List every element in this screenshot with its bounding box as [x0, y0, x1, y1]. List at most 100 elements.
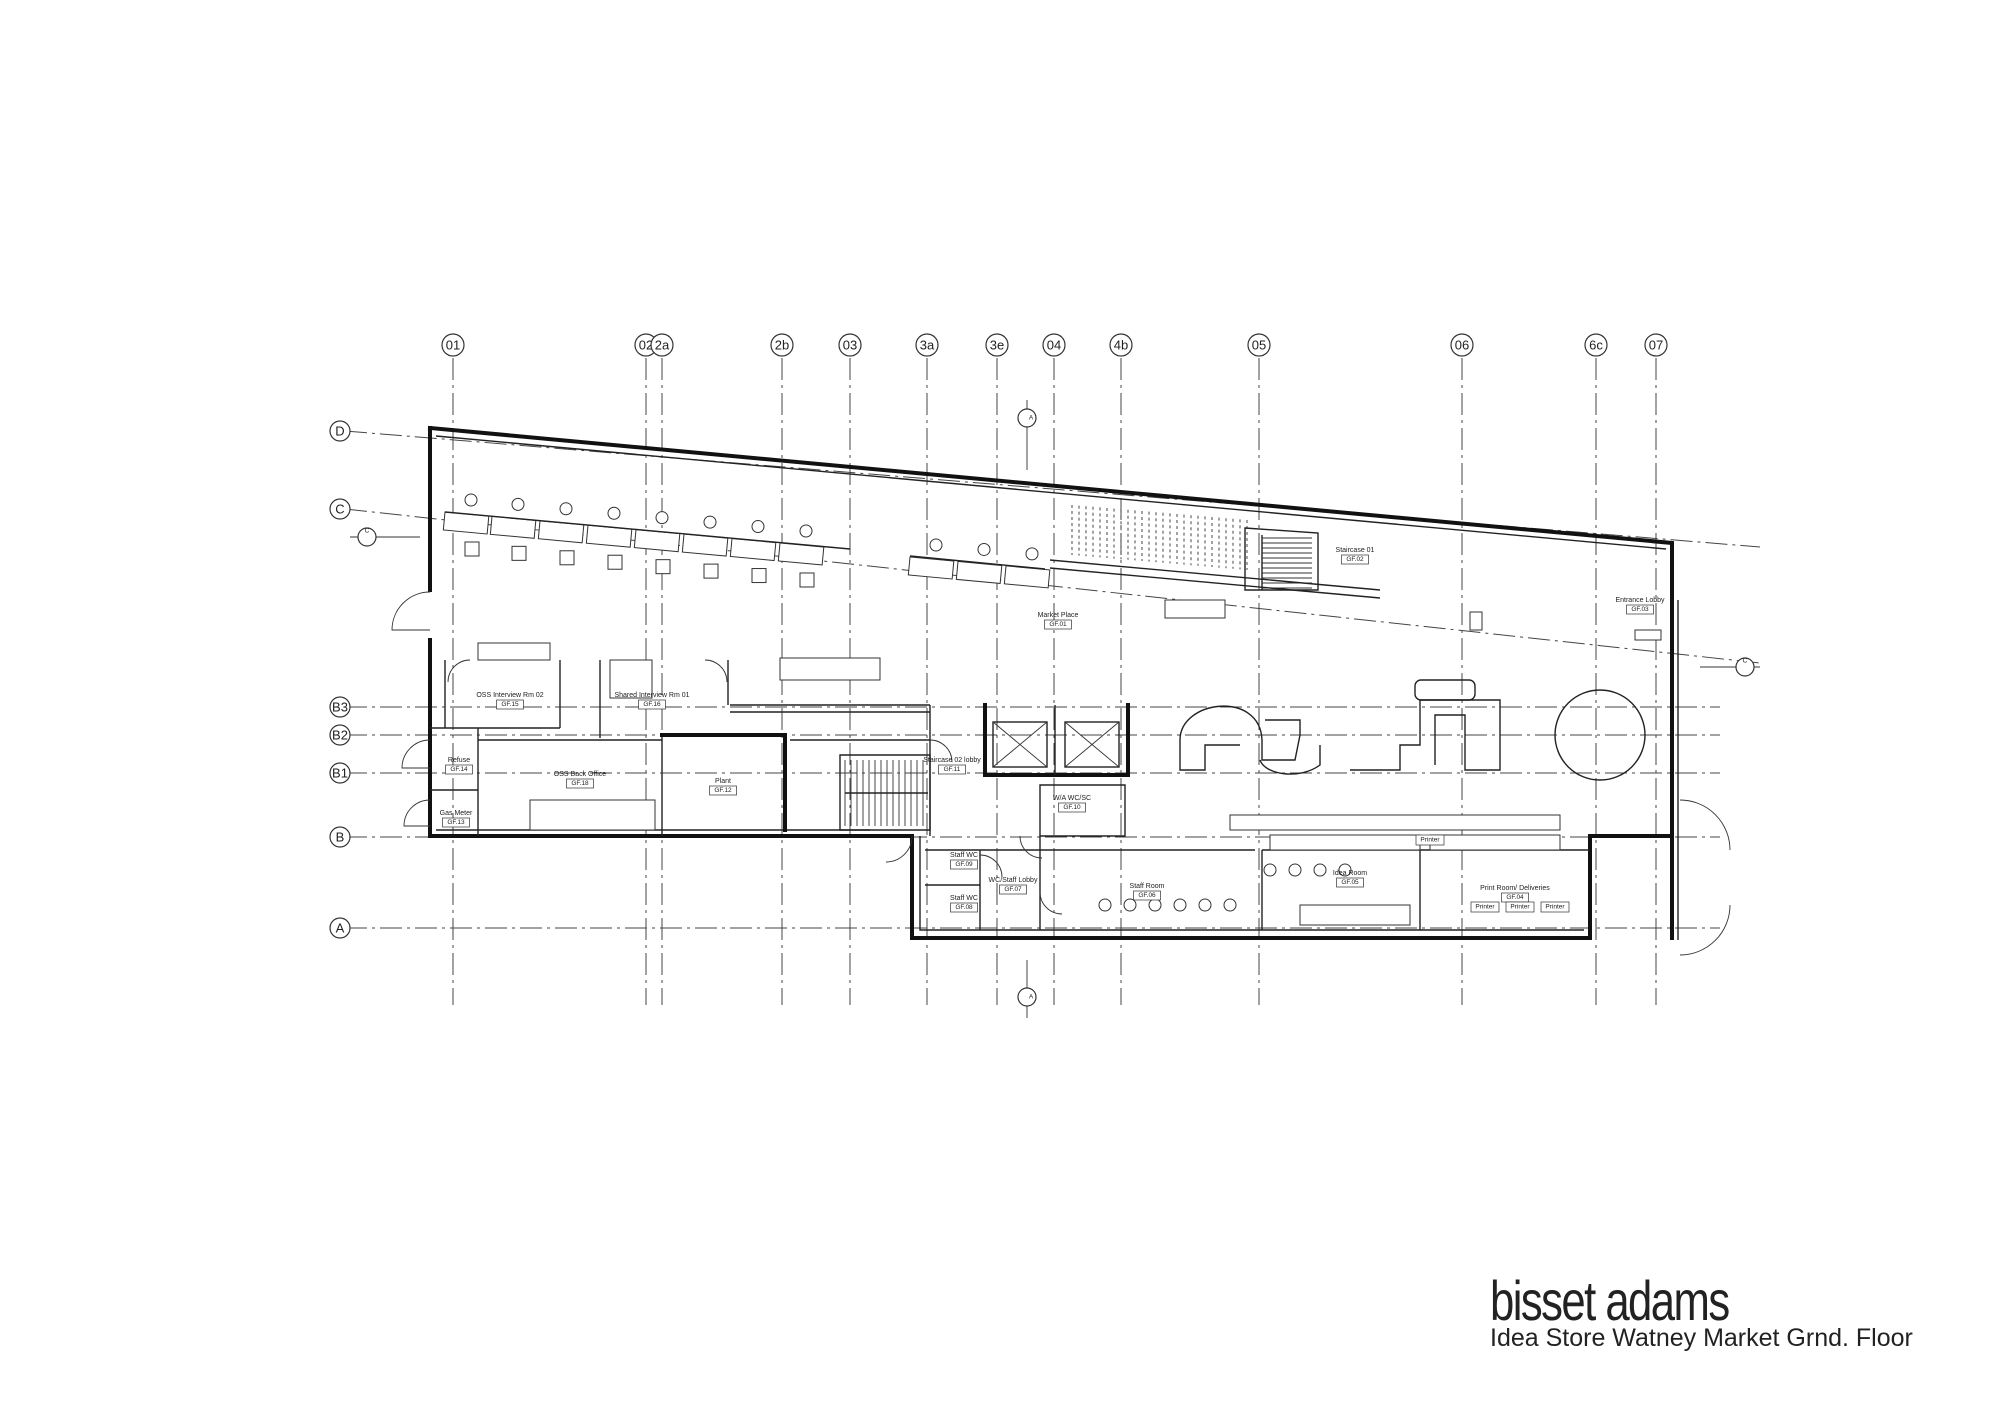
grid-label-D: D — [335, 424, 344, 439]
grid-label-2a: 2a — [655, 338, 670, 353]
grid-label-06: 06 — [1455, 338, 1469, 353]
brand-wordmark: bisset adams — [1490, 1269, 1730, 1332]
west-doors — [391, 591, 1731, 956]
print-room-counter — [1429, 834, 1561, 851]
desk — [955, 560, 1003, 584]
entrance-mat — [1634, 629, 1662, 641]
chair — [464, 493, 478, 507]
market-place-desks — [442, 493, 1051, 589]
grid-bubble-07 — [1644, 333, 1668, 357]
room-tag: GF.02 — [1346, 556, 1364, 563]
stool — [1123, 898, 1137, 912]
grid-bubble-06 — [1450, 333, 1474, 357]
room-name: Print Room/ Deliveries — [1480, 885, 1550, 892]
lift-car-2 — [1064, 721, 1120, 768]
monitor-stand — [703, 563, 719, 579]
monitor-stand — [559, 550, 575, 566]
chair — [559, 502, 573, 516]
room-name: OSS Back Office — [554, 771, 606, 778]
room-tag: GF.10 — [1063, 804, 1081, 811]
sofa-2 — [1259, 745, 1321, 775]
east-door-swing-upper — [1679, 799, 1731, 851]
room-tag-box — [999, 884, 1027, 895]
room-name: Staff WC — [950, 895, 978, 902]
sofa-1 — [1179, 705, 1301, 761]
printer-label: Printer — [1510, 904, 1530, 911]
lounge-seating — [779, 657, 1646, 781]
section-markers: C C A A — [350, 400, 1760, 1018]
drawing-title: Idea Store Watney Market Grnd. Floor — [1490, 1324, 1913, 1352]
grid-label-3a: 3a — [920, 338, 935, 353]
grid-bubble-3e — [985, 333, 1009, 357]
interview-01-door-swing — [704, 659, 728, 683]
grid-label-C: C — [335, 502, 344, 517]
grid-label-07: 07 — [1649, 338, 1663, 353]
west-door-swing-upper — [391, 591, 431, 631]
lift-shaft-wall — [983, 703, 1130, 777]
south-wall-east — [910, 834, 1674, 940]
grid-bubble-04 — [1042, 333, 1066, 357]
room-tag: GF.13 — [447, 819, 465, 826]
chair — [655, 511, 669, 525]
room-tag-box — [1133, 890, 1161, 901]
north-facade-inner-line — [435, 435, 1667, 550]
grid-bubble-A — [329, 917, 351, 939]
wc-door-swing — [1019, 835, 1043, 859]
monitor-stand — [655, 559, 671, 575]
room-tag: GF.16 — [643, 701, 661, 708]
room-name: Market Place — [1038, 612, 1079, 619]
section-marker-south-label: A — [1029, 994, 1034, 1001]
grid-bubble-03 — [838, 333, 862, 357]
grid-label-6c: 6c — [1589, 338, 1603, 353]
grid-label-A: A — [336, 921, 345, 936]
wall-plant — [660, 733, 787, 832]
staircase-02-enclosure — [839, 754, 931, 831]
room-tag-box — [638, 699, 666, 710]
section-marker-north-label: A — [1029, 415, 1034, 422]
grid-bubble-C — [329, 498, 351, 520]
staircase-02-treads — [844, 760, 928, 826]
room-name: Gas Meter — [440, 810, 473, 817]
stool — [1098, 898, 1112, 912]
chair — [751, 520, 765, 534]
room-tag-box — [1336, 877, 1364, 888]
room-tag: GF.18 — [571, 780, 589, 787]
grid-label-B2: B2 — [332, 728, 348, 743]
monitor-stand — [799, 572, 815, 588]
staff-lobby-door-swing — [1039, 891, 1063, 915]
monitor-stand — [607, 554, 623, 570]
room-name: OSS Interview Rm 02 — [476, 692, 543, 699]
market-counter — [1164, 599, 1226, 619]
grid-bubble-01 — [441, 333, 465, 357]
escalator-rail-2 — [1049, 567, 1381, 599]
room-tag-box — [1044, 619, 1072, 630]
idea-room-chair — [1288, 863, 1302, 877]
monitor-stand — [464, 541, 480, 557]
room-tag-box — [709, 785, 737, 796]
grid-bubble-B3 — [329, 696, 351, 718]
interview-02-door-swing — [447, 659, 471, 683]
grid-label-4b: 4b — [1114, 338, 1128, 353]
idea-room-chair — [1313, 863, 1327, 877]
room-tag: GF.12 — [714, 787, 732, 794]
stair2-lobby-door-swing — [929, 739, 953, 763]
room-tag: GF.08 — [955, 904, 973, 911]
grid-bubble-05 — [1247, 333, 1271, 357]
grid-label-B1: B1 — [332, 766, 348, 781]
stool — [1198, 898, 1212, 912]
entrance-kiosk — [1469, 611, 1483, 631]
wall-wc-accessible — [1039, 784, 1126, 837]
back-office-desks — [529, 799, 656, 831]
grid-bubble-3a — [915, 333, 939, 357]
sofa-3-back — [1414, 679, 1476, 701]
service-counter — [1229, 814, 1561, 831]
room-name: Staff Room — [1130, 883, 1165, 890]
grid-bubble-6c — [1584, 333, 1608, 357]
chair — [511, 497, 525, 511]
grid-label-01: 01 — [446, 338, 460, 353]
monitor-stand — [511, 545, 527, 561]
stool — [1173, 898, 1187, 912]
printer-box — [1415, 834, 1445, 846]
room-tag: GF.14 — [450, 766, 468, 773]
